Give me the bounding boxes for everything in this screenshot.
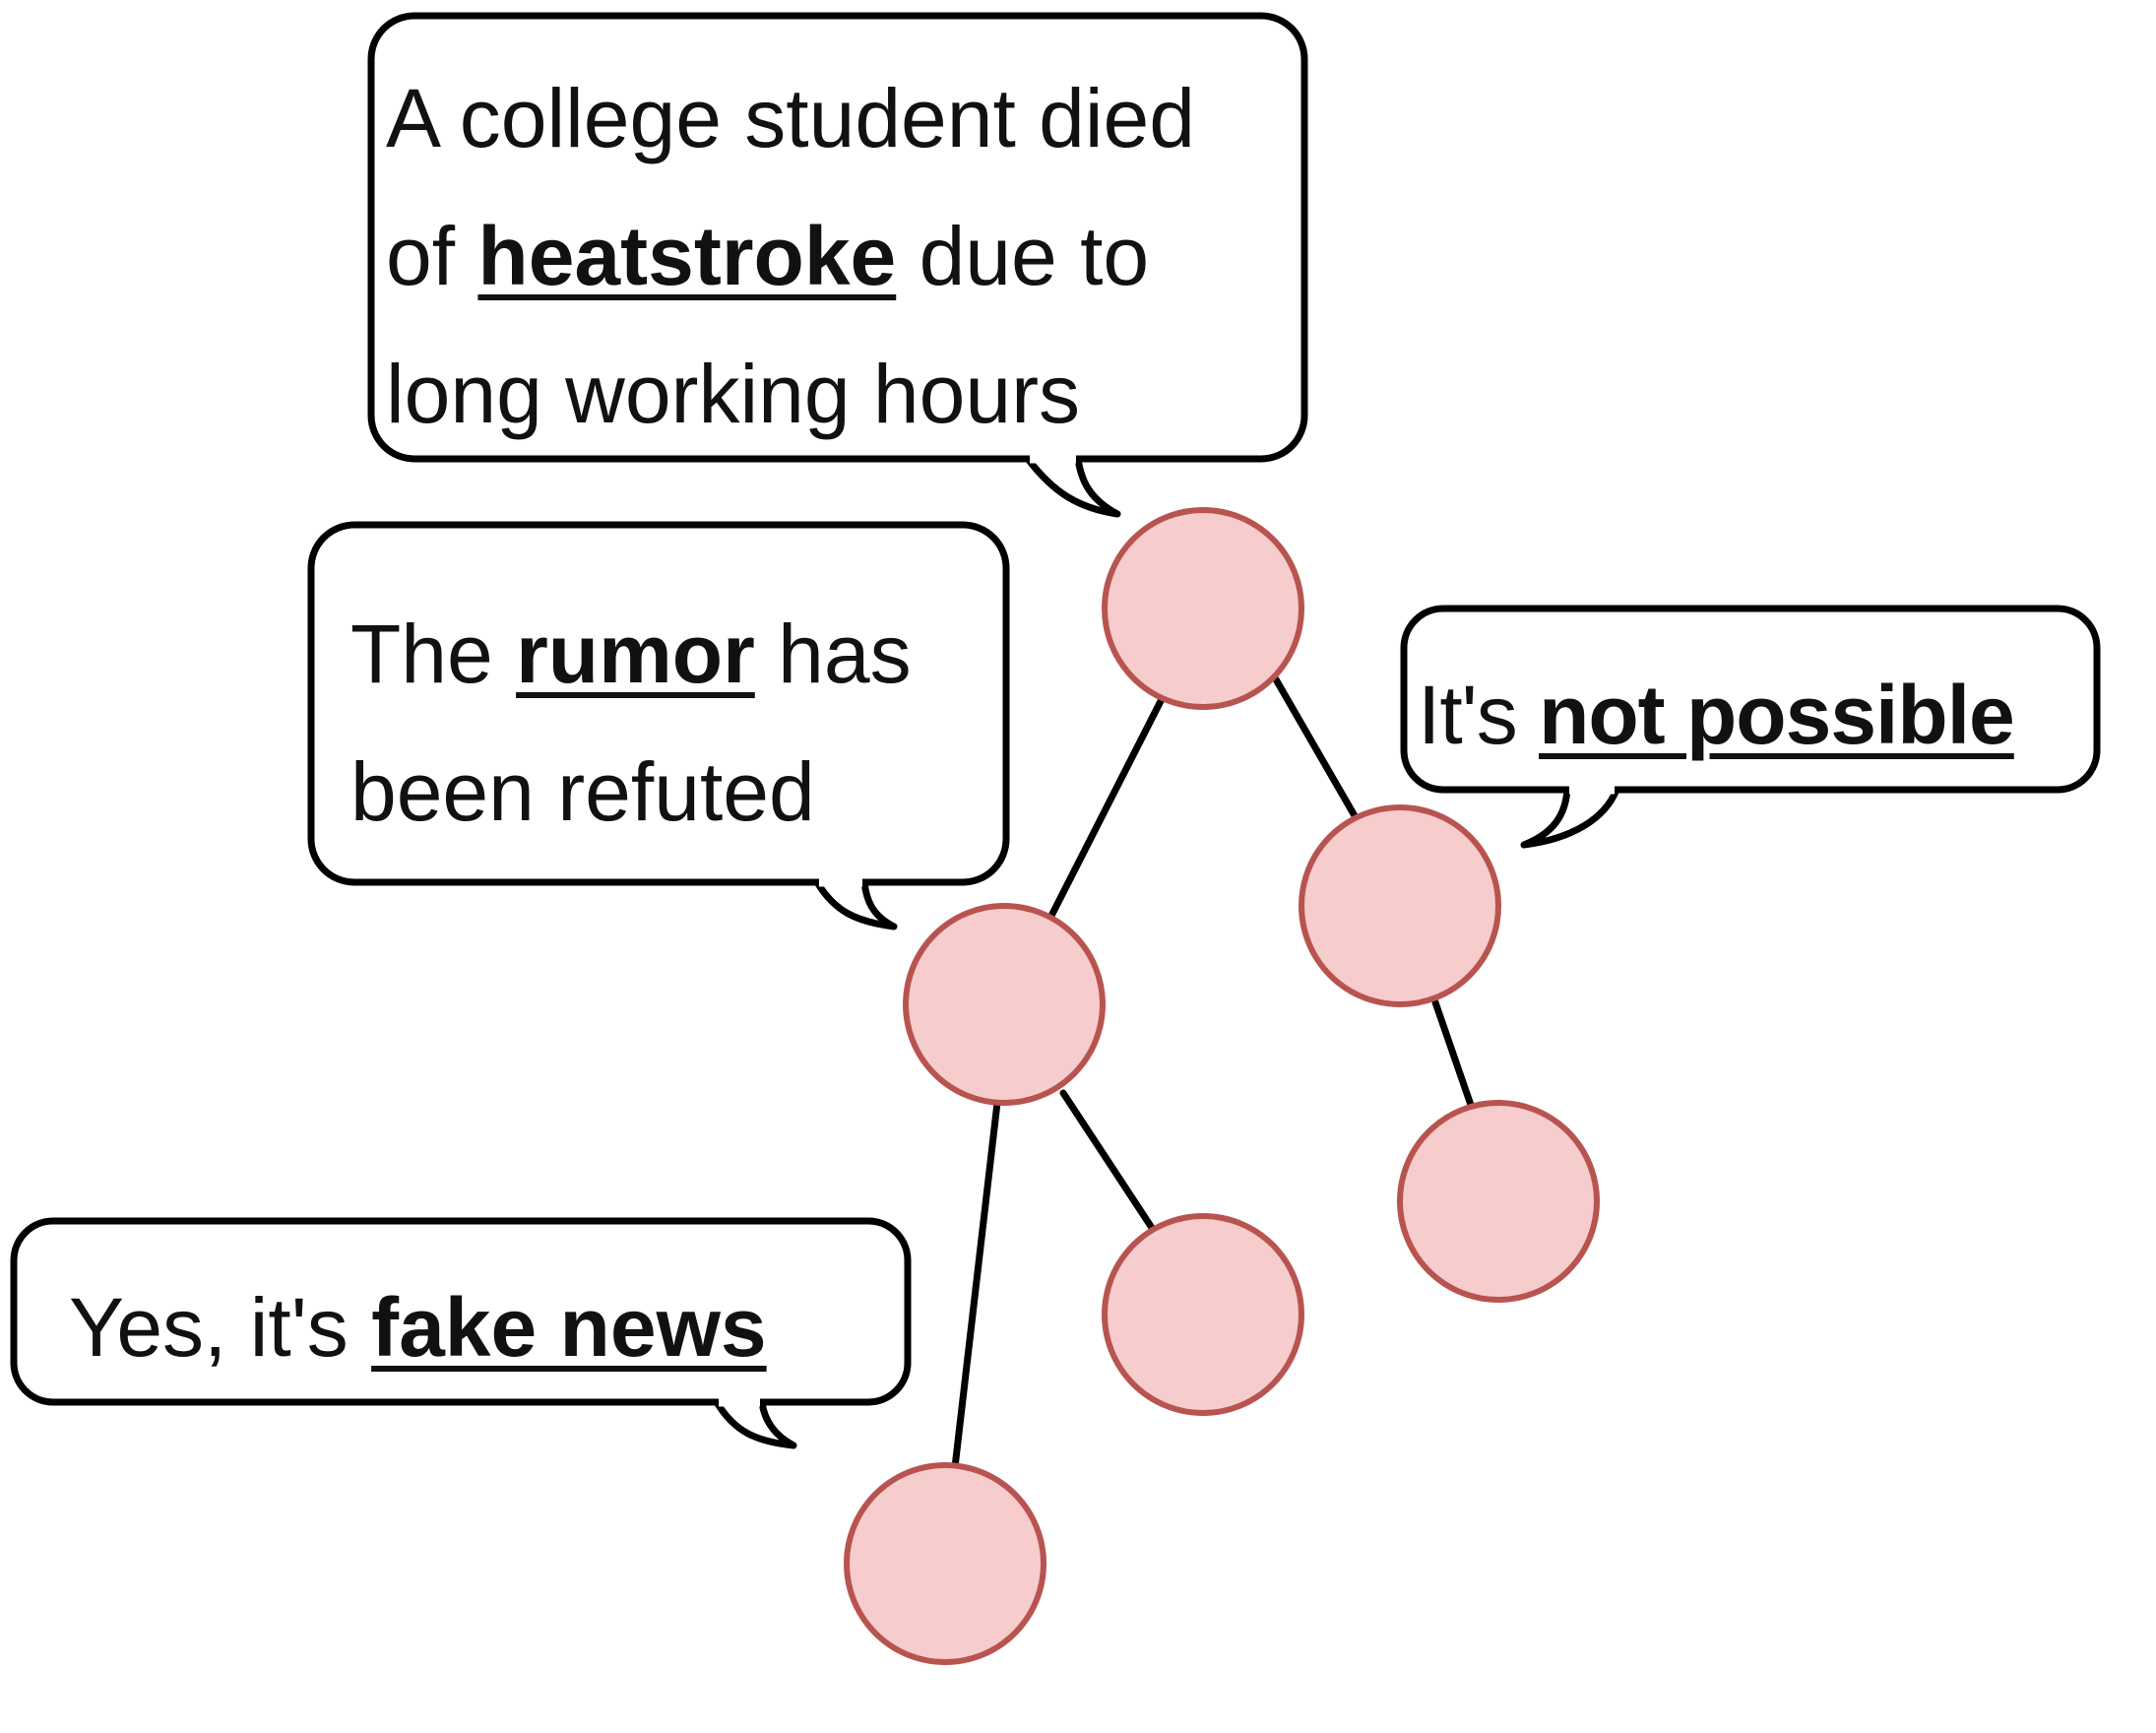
nodes [844, 507, 1600, 1665]
edge-left-to-mid [1059, 1089, 1158, 1235]
node-far-right [1397, 1100, 1600, 1303]
edge-root-to-left [1047, 695, 1166, 920]
fake-news-bubble-pre: Yes, it's [69, 1281, 372, 1374]
top-bubble-line-1: A college student died [386, 72, 1195, 164]
fake-news-bubble-line: Yes, it's fake news [69, 1258, 767, 1396]
rumor-bubble-line-1-pre: The [350, 608, 517, 700]
top-bubble-line-2: of heatstroke due to [386, 187, 1195, 325]
keyword-not-possible: not possible [1539, 669, 2015, 761]
rumor-bubble-line-2: been refuted [350, 745, 815, 838]
edges [951, 675, 1477, 1471]
fake-news-bubble-text: Yes, it's fake news [69, 1258, 767, 1396]
keyword-rumor: rumor [516, 608, 755, 700]
node-bottom [844, 1462, 1046, 1665]
top-bubble-line-2-post: due to [896, 210, 1150, 302]
rumor-bubble-line-1: The rumor has [350, 585, 912, 723]
edge-right-to-far [1431, 998, 1477, 1115]
edge-left-to-bottom [951, 1099, 1001, 1471]
node-root [1102, 507, 1304, 710]
top-bubble-line-3: long working hours [386, 348, 1081, 440]
keyword-heatstroke: heatstroke [477, 210, 897, 302]
not-possible-bubble-text: It's not possible [1418, 646, 2015, 784]
not-possible-bubble-pre: It's [1418, 669, 1540, 761]
rumor-bubble-line-1-post: has [754, 608, 912, 700]
speech-bubble-rumor [307, 521, 1010, 931]
edge-root-to-right [1272, 675, 1361, 823]
node-left [903, 903, 1106, 1106]
node-right [1299, 804, 1501, 1007]
keyword-fake-news: fake news [371, 1281, 767, 1374]
speech-bubble-top [367, 12, 1308, 518]
top-bubble-line-2-pre: of [386, 210, 478, 302]
not-possible-bubble-line: It's not possible [1418, 646, 2015, 784]
top-bubble-text: A college student died of heatstroke due… [386, 49, 1195, 463]
rumor-bubble-text: The rumor has been refuted [350, 585, 912, 861]
speech-bubble-not-possible [1400, 605, 2101, 849]
node-mid [1102, 1213, 1304, 1416]
speech-bubble-fake-news [10, 1217, 912, 1449]
